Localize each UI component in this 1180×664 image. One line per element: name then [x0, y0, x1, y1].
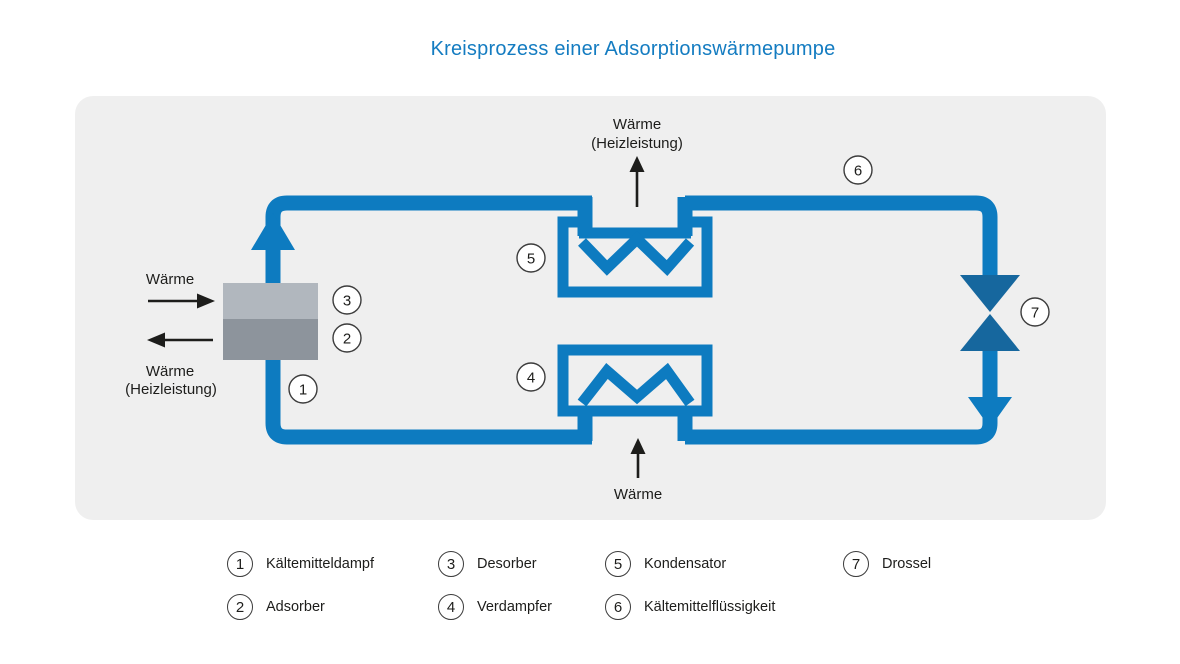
- heat-in-right-arrow-icon: [148, 293, 215, 309]
- adsorber-block-half: [223, 319, 318, 360]
- legend-item-adsorber: 2 Adsorber: [227, 594, 325, 620]
- label-heat-out-top-1: Wärme: [613, 116, 661, 133]
- legend-item-desorber: 3 Desorber: [438, 551, 537, 577]
- flow-up-arrow-icon: [251, 213, 295, 250]
- marker-6: 6: [843, 155, 873, 185]
- legend-label-5: Kondensator: [644, 556, 727, 572]
- valve-top-triangle: [960, 275, 1020, 312]
- svg-text:4: 4: [527, 370, 535, 387]
- legend-number-2: 2: [227, 594, 253, 620]
- condenser-symbol: [557, 216, 713, 298]
- evaporator-symbol: [557, 344, 713, 417]
- pipe-top-right: [685, 195, 998, 279]
- legend-label-3: Desorber: [477, 556, 537, 572]
- label-heat-out-left-2: (Heizleistung): [125, 381, 217, 398]
- condenser-coil: [578, 231, 695, 276]
- expansion-valve-icon: [960, 275, 1020, 351]
- marker-1: 1: [288, 374, 318, 404]
- cycle-diagram: Wärme Wärme (Heizleistung) Wärme (Heizle…: [125, 116, 1050, 503]
- legend-number-5: 5: [605, 551, 631, 577]
- marker-4: 4: [516, 362, 546, 392]
- svg-text:5: 5: [527, 251, 535, 268]
- marker-2: 2: [332, 323, 362, 353]
- pipe-bottom-right: [685, 347, 998, 445]
- legend-item-kondensator: 5 Kondensator: [605, 551, 726, 577]
- label-heat-out-left-1: Wärme: [146, 363, 194, 380]
- marker-3: 3: [332, 285, 362, 315]
- label-heat-in-left: Wärme: [146, 271, 194, 288]
- valve-bottom-triangle: [960, 314, 1020, 351]
- legend-number-1: 1: [227, 551, 253, 577]
- marker-5: 5: [516, 243, 546, 273]
- legend-label-2: Adsorber: [266, 599, 325, 615]
- legend-item-kaeltemitteldampf: 1 Kältemitteldampf: [227, 551, 374, 577]
- svg-text:6: 6: [854, 163, 862, 180]
- diagram-labels: Wärme Wärme (Heizleistung) Wärme (Heizle…: [125, 116, 683, 503]
- flow-down-arrow-icon: [968, 397, 1012, 428]
- legend-number-6: 6: [605, 594, 631, 620]
- evaporator-vessel: [557, 344, 713, 417]
- heat-out-left-arrow-icon: [147, 332, 213, 348]
- page-title: Kreisprozess einer Adsorptionswärmepumpe: [430, 38, 836, 60]
- legend-label-4: Verdampfer: [477, 599, 552, 615]
- legend-label-7: Drossel: [882, 556, 932, 572]
- legend-label-6: Kältemittelflüssigkeit: [644, 599, 776, 615]
- legend-number-3: 3: [438, 551, 464, 577]
- svg-text:7: 7: [1031, 305, 1039, 322]
- pipe-left-loop: [265, 195, 592, 445]
- diagram-markers: 1 2 3 4 5 6 7: [288, 155, 1050, 404]
- heat-in-bottom-arrow-icon: [630, 438, 646, 478]
- heat-arrows: [147, 156, 646, 478]
- marker-7: 7: [1020, 297, 1050, 327]
- desorber-block-half: [223, 283, 318, 319]
- legend-label-1: Kältemitteldampf: [266, 556, 374, 572]
- legend-item-drossel: 7 Drossel: [843, 551, 931, 577]
- legend-number-4: 4: [438, 594, 464, 620]
- svg-text:3: 3: [343, 293, 351, 310]
- label-heat-out-top-2: (Heizleistung): [591, 135, 683, 152]
- legend-item-verdampfer: 4 Verdampfer: [438, 594, 552, 620]
- svg-text:2: 2: [343, 331, 351, 348]
- condenser-vessel: [557, 216, 713, 298]
- svg-text:1: 1: [299, 382, 307, 399]
- evaporator-coil: [577, 362, 695, 407]
- legend-number-7: 7: [843, 551, 869, 577]
- legend-item-kaeltemittelfluessigkeit: 6 Kältemittelflüssigkeit: [605, 594, 775, 620]
- adsorber-desorber-block: [223, 283, 318, 360]
- diagram-panel: Wärme Wärme (Heizleistung) Wärme (Heizle…: [75, 96, 1106, 520]
- heat-out-top-arrow-icon: [629, 156, 645, 207]
- label-heat-in-bottom: Wärme: [614, 486, 662, 503]
